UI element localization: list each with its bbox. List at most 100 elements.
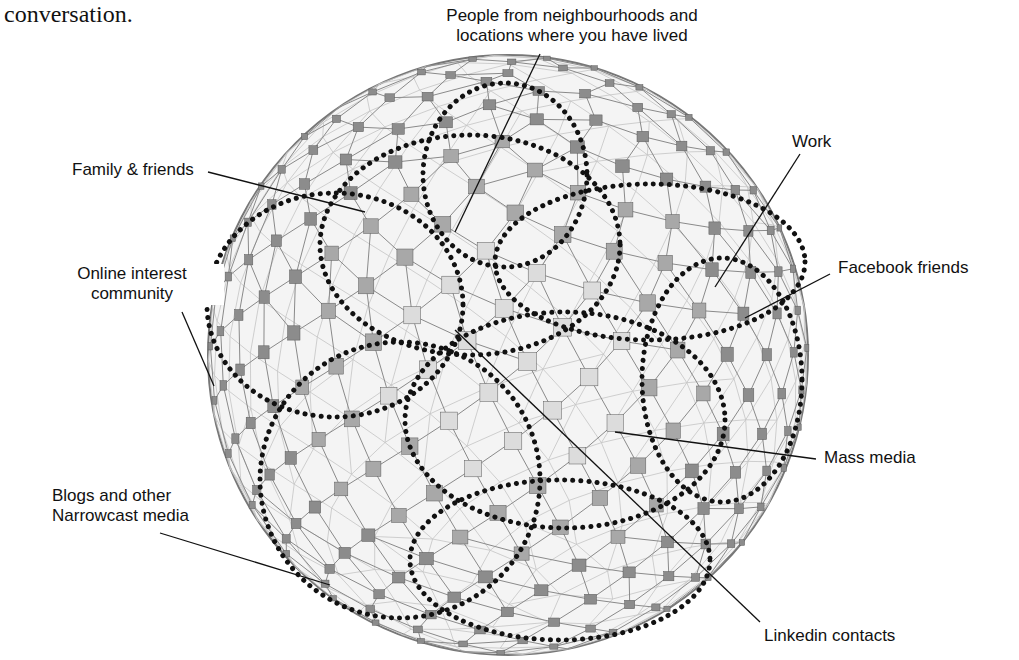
network-node [778,388,786,399]
network-node [664,606,670,611]
network-node [605,80,614,87]
network-node [245,255,253,265]
network-node [291,518,301,528]
network-node [544,402,562,420]
network-node [453,530,468,544]
network-node [559,65,568,71]
network-node [592,490,608,505]
network-node [309,146,318,155]
network-node [321,303,335,318]
network-node [535,585,548,596]
network-node [420,552,434,565]
network-node [698,503,709,515]
network-node [611,530,625,543]
network-node [282,535,290,544]
leader-line [715,154,800,287]
network-node [459,641,468,647]
page-fragment-text: conversation. [2,0,135,29]
network-node [332,115,340,122]
dotted-circle [423,83,587,267]
network-node [550,644,558,649]
network-node [692,574,700,582]
leader-line [208,172,365,212]
dotted-circle [495,184,805,340]
network-node [372,620,379,625]
network-node [325,246,339,260]
network-node [404,187,419,201]
network-node [339,547,350,558]
network-node [265,469,275,480]
back-links [208,56,807,655]
network-node [706,147,714,155]
dotted-circle [320,135,620,355]
network-node [584,282,601,299]
network-node [340,154,352,165]
network-node [581,368,598,386]
leader-line [455,54,540,232]
network-node [418,639,425,644]
network-node [364,219,379,234]
network-node [418,69,426,75]
network-node [309,501,321,513]
network-node [413,626,422,633]
callout-label: Work [790,132,833,152]
network-node [218,327,224,336]
dotted-circle [405,312,725,528]
network-node [220,381,227,391]
network-node [785,427,792,436]
network-node [616,160,630,173]
network-node [366,461,381,476]
callout-label: Facebook friends [836,258,970,278]
network-node [389,156,403,169]
network-node [259,346,270,359]
network-node [518,352,536,370]
network-node [325,564,335,573]
network-node [444,150,459,163]
callout-label: Blogs and other Narrowcast media [50,486,234,527]
dotted-circle [642,258,802,502]
dotted-circle [207,193,463,417]
network-node [344,411,359,427]
network-node [750,187,757,195]
leader-line [615,432,816,459]
sphere-outline [208,55,808,655]
network-node [528,265,545,282]
front-links [210,58,807,653]
callout-label: Mass media [822,448,918,468]
network-node [278,165,285,173]
network-node [392,124,404,135]
network-node [685,464,698,478]
callout-label: Family & friends [70,160,196,180]
network-node [288,326,300,340]
network-node [381,387,397,404]
leader-lines [160,54,830,622]
network-node [623,567,635,578]
network-node [758,503,765,511]
network-node [727,540,734,548]
network-node [805,345,809,352]
network-node [299,179,309,190]
network-node [569,448,586,465]
network-nodes [208,56,809,655]
network-node [791,348,798,358]
network-node [285,452,296,465]
network-node [392,508,407,522]
community-circles [207,83,805,640]
network-node [586,625,596,632]
network-node [625,600,635,608]
network-node [208,343,213,351]
network-node [495,300,513,318]
network-node [743,389,754,402]
network-node [692,303,706,318]
network-node [232,434,239,444]
network-back [208,56,807,655]
leader-line [160,533,330,585]
network-node [226,450,232,458]
network-node [225,272,231,281]
network-node [448,592,461,602]
network-node [246,417,255,428]
network-node [767,226,774,235]
network-node [435,216,451,232]
network-node [667,111,675,118]
network-front [210,58,807,653]
